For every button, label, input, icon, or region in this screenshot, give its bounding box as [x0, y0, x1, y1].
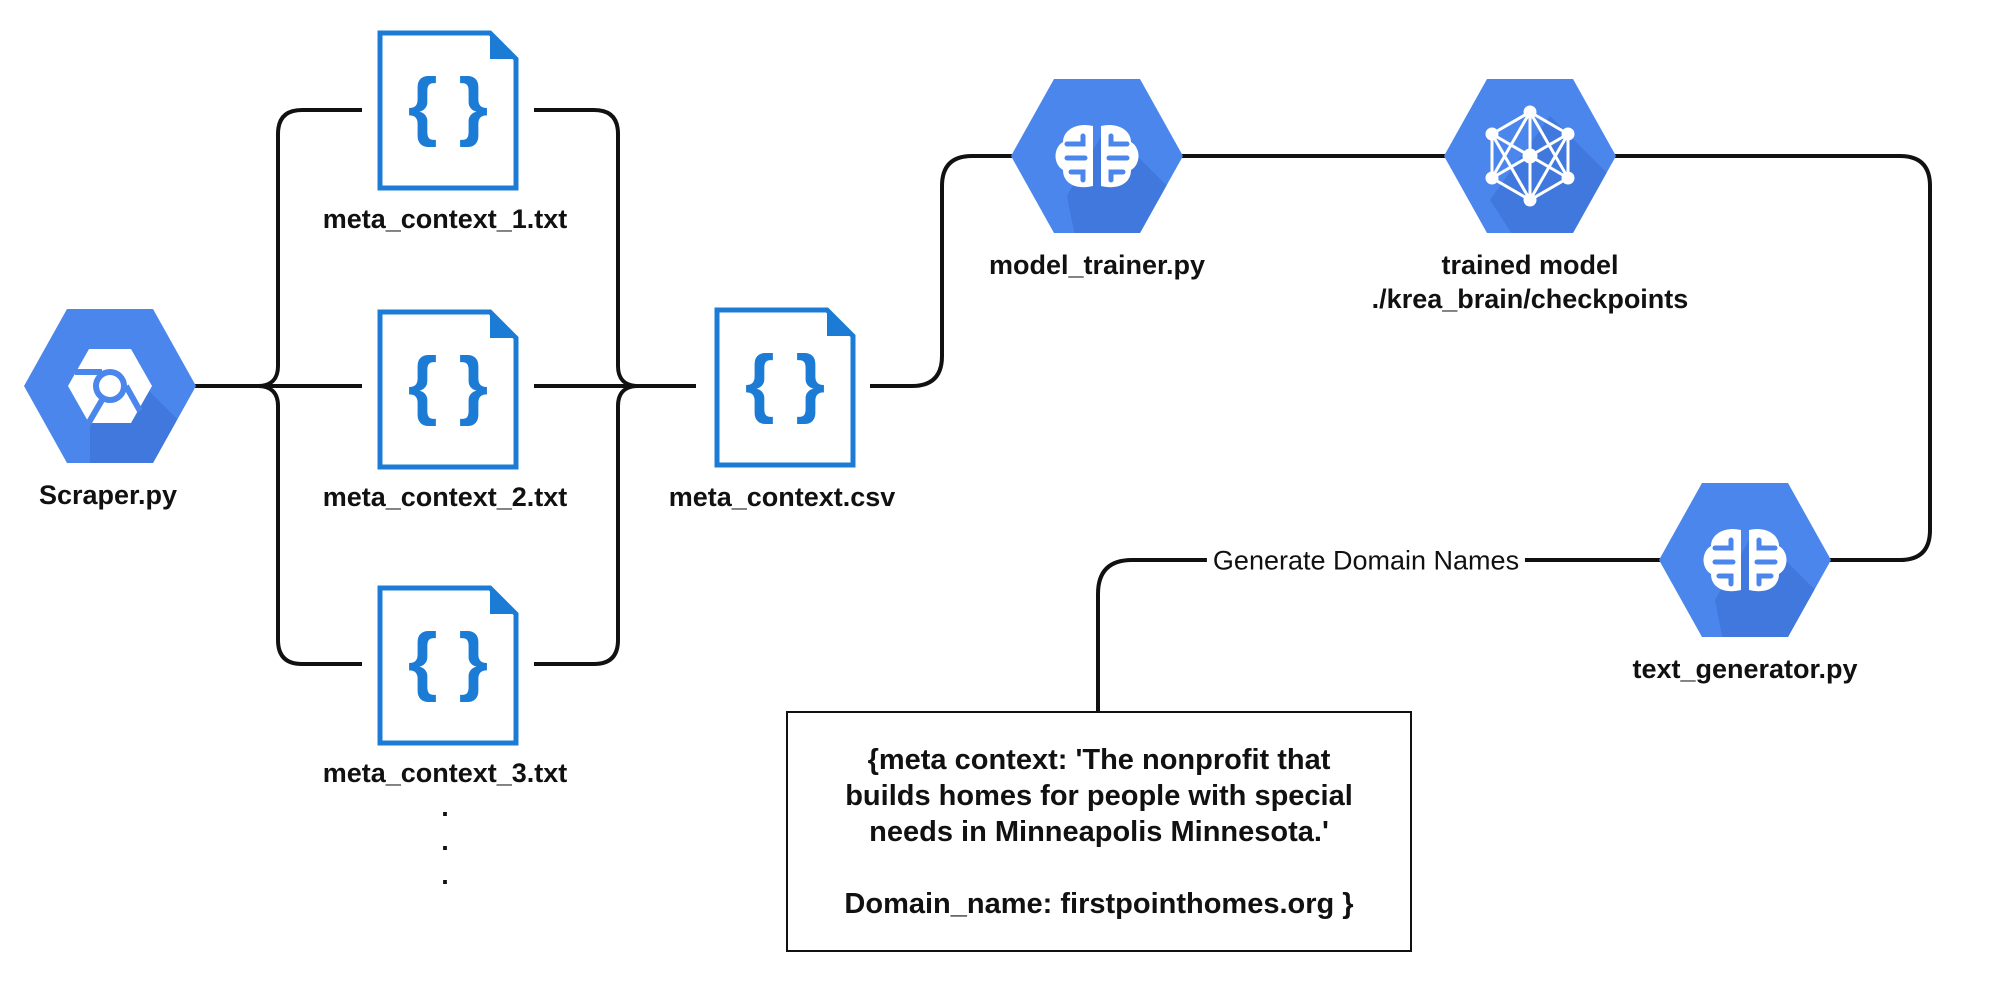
svg-text:{ }: { }	[408, 618, 488, 703]
generator-label: text_generator.py	[1632, 654, 1858, 684]
ellipsis-dot-2: .	[441, 826, 449, 856]
result-line-1: {meta context: 'The nonprofit that	[867, 743, 1331, 776]
connectors	[195, 108, 1932, 711]
edge-generator-result	[1096, 558, 1660, 711]
edge-label-generate: Generate Domain Names	[1206, 545, 1526, 577]
model-label-line1: trained model	[1441, 250, 1619, 280]
svg-text:{ }: { }	[408, 342, 488, 427]
svg-text:{ }: { }	[745, 340, 825, 425]
edge-file3-merge	[534, 384, 639, 666]
ellipsis-dot-1: .	[441, 792, 449, 822]
scraper-node[interactable]	[24, 309, 196, 476]
file3-label: meta_context_3.txt	[322, 758, 568, 788]
chrome-hexagon-icon	[68, 349, 152, 426]
csv-node[interactable]: { }	[714, 307, 856, 468]
model-label-line2: ./krea_brain/checkpoints	[1371, 284, 1689, 314]
result-line-2: builds homes for people with special	[845, 779, 1353, 812]
generator-node[interactable]	[1659, 483, 1831, 650]
result-line-3: needs in Minneapolis Minnesota.'	[869, 815, 1329, 848]
edge-model-generator	[1615, 154, 1932, 562]
file2-label: meta_context_2.txt	[322, 482, 568, 512]
scraper-label: Scraper.py	[38, 480, 178, 510]
file1-node[interactable]: { }	[377, 30, 519, 191]
csv-label: meta_context.csv	[668, 482, 896, 512]
file3-node[interactable]: { }	[377, 585, 519, 746]
model-label: trained model ./krea_brain/checkpoints	[1372, 248, 1689, 316]
brain-hexagon-icon	[1703, 528, 1787, 592]
edge-csv-trainer	[870, 154, 1012, 388]
edge-split-file3	[257, 384, 362, 666]
svg-text:{ }: { }	[408, 63, 488, 148]
json-file-icon: { }	[377, 309, 519, 470]
trainer-label: model_trainer.py	[988, 250, 1206, 280]
model-node[interactable]	[1444, 79, 1616, 246]
result-box: {meta context: 'The nonprofit that build…	[786, 711, 1412, 952]
file1-label: meta_context_1.txt	[322, 204, 568, 234]
edge-file1-merge	[534, 108, 639, 388]
result-line-4: Domain_name: firstpointhomes.org }	[844, 887, 1354, 920]
json-file-icon: { }	[714, 307, 856, 468]
trainer-node[interactable]	[1011, 79, 1183, 246]
json-file-icon: { }	[377, 585, 519, 746]
edge-split-file1	[257, 108, 362, 388]
brain-hexagon-icon	[1055, 124, 1139, 188]
json-file-icon: { }	[377, 30, 519, 191]
network-hexagon-icon	[1485, 105, 1575, 207]
file2-node[interactable]: { }	[377, 309, 519, 470]
ellipsis-dot-3: .	[441, 860, 449, 890]
